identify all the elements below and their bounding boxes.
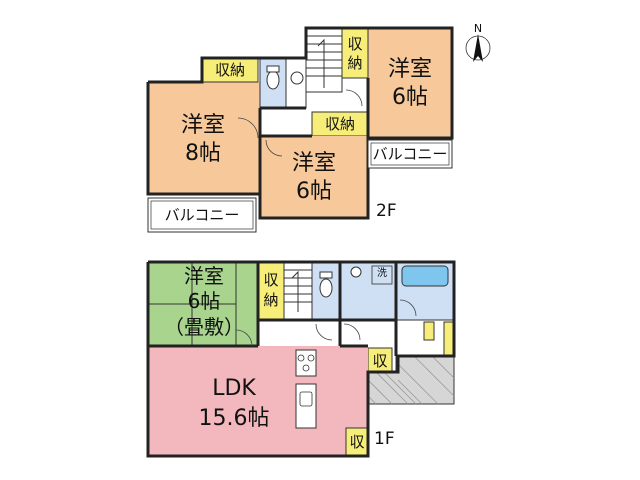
ldk-name: LDK xyxy=(212,376,256,401)
balcony-right-label: バルコニー xyxy=(373,145,448,163)
washer-label: 洗 xyxy=(377,267,387,279)
tatami-room-note: （畳敷） xyxy=(164,315,244,339)
room-6-right-size: 6帖 xyxy=(392,85,428,110)
tatami-room-size: 6帖 xyxy=(188,289,221,313)
tatami-room-name: 洋室 xyxy=(184,264,224,288)
storage-2f-top-label: 収納 xyxy=(215,61,245,79)
storage-1f-vertical-label-2: 納 xyxy=(263,291,278,309)
room-6-middle-name: 洋室 xyxy=(292,151,336,176)
compass-label: N xyxy=(474,22,482,35)
balcony-2f-right xyxy=(367,139,453,169)
second-floor: 洋室 8帖 洋室 6帖 洋室 6帖 収納 収納 収 納 バルコニー バルコニー … xyxy=(146,26,454,233)
kitchen-stove xyxy=(295,349,317,377)
storage-1f-vertical-label-1: 収 xyxy=(263,271,278,289)
first-floor: 洗 xyxy=(146,260,456,458)
floor-label-1f: 1F xyxy=(374,429,395,449)
floor-label-2f: 2F xyxy=(376,201,397,221)
storage-1f-bottom-label: 収 xyxy=(349,433,364,451)
storage-2f-middle-label: 収納 xyxy=(325,115,355,133)
bathtub xyxy=(401,265,449,287)
room-6-middle-size: 6帖 xyxy=(296,179,332,204)
room-western-6-right xyxy=(368,28,452,138)
room-western-6-middle xyxy=(260,136,368,218)
room-8-name: 洋室 xyxy=(181,113,225,138)
storage-1f-entry-label: 収 xyxy=(372,352,387,370)
room-ldk xyxy=(148,346,368,456)
storage-2f-vertical-label-1: 収 xyxy=(347,35,362,53)
storage-2f-top xyxy=(201,57,259,83)
room-6-right-name: 洋室 xyxy=(388,57,432,82)
staircase-1f xyxy=(283,261,313,321)
staircase-2f xyxy=(305,27,343,93)
room-8-size: 8帖 xyxy=(185,141,221,166)
room-western-8 xyxy=(148,82,260,194)
balcony-2f-left xyxy=(147,197,257,233)
washroom xyxy=(339,261,397,321)
storage-2f-vertical xyxy=(341,27,369,79)
storage-2f-vertical-label-2: 納 xyxy=(347,54,362,72)
ldk-size: 15.6帖 xyxy=(199,406,270,431)
balcony-left-label: バルコニー xyxy=(165,206,240,224)
compass-north-icon: N xyxy=(465,22,491,62)
